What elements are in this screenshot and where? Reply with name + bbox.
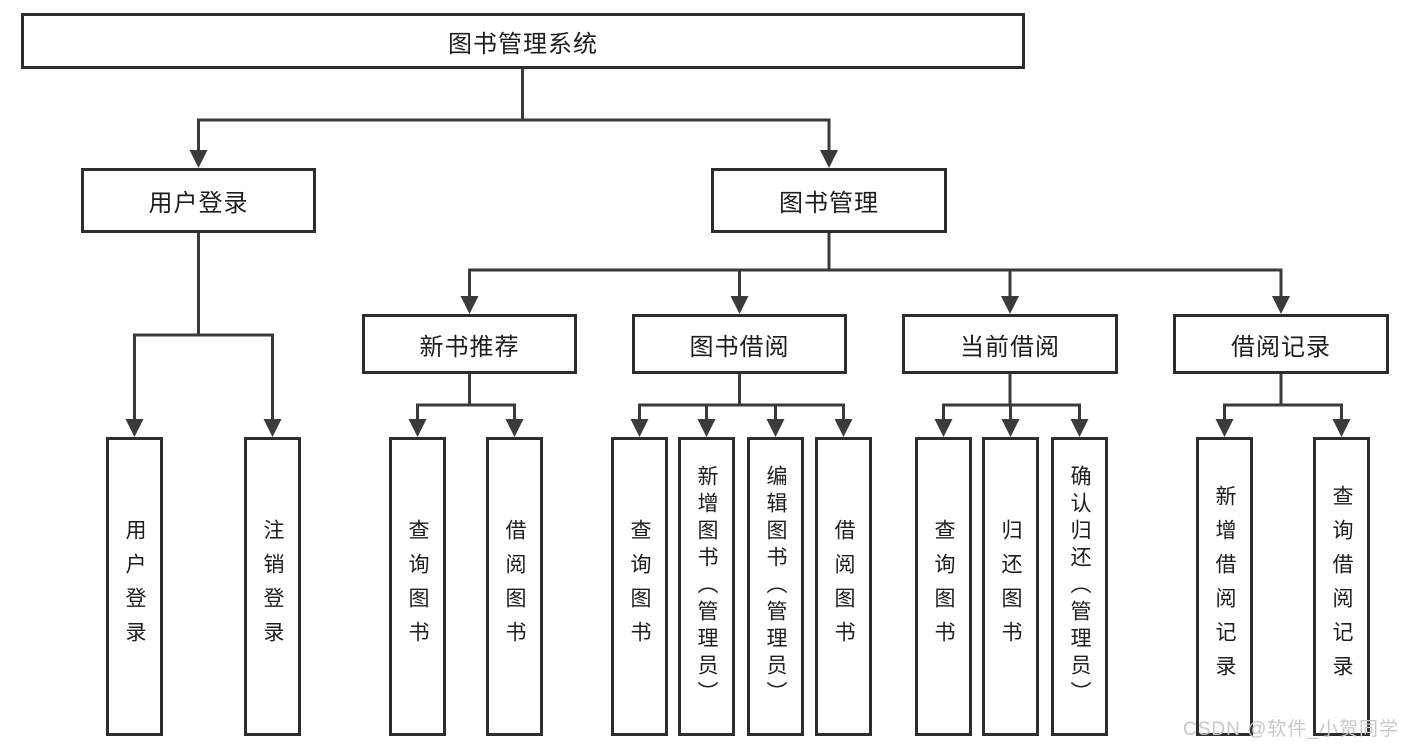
node-label: 图书管理系统: [448, 30, 598, 58]
node-user-login: 用户登录: [81, 168, 316, 233]
leaf-edit-book-admin: 编辑图书（管理员）: [747, 437, 804, 736]
book-borrow-bracket-line: [638, 374, 845, 407]
root-bracket-line: [197, 69, 831, 122]
leaf-return-book: 归还图书: [982, 437, 1039, 736]
leaf-query-borrow-record: 查询借阅记录: [1313, 437, 1370, 736]
node-new-book-recommend: 新书推荐: [362, 314, 577, 374]
leaf-confirm-return-admin: 确认归还（管理员）: [1051, 437, 1108, 736]
leaf-label: 归还图书: [999, 518, 1022, 655]
leaf-label: 借阅图书: [503, 518, 526, 655]
node-label: 新书推荐: [419, 333, 520, 361]
leaf-query-books-3: 查询图书: [915, 437, 972, 736]
leaf-query-books-2: 查询图书: [611, 437, 668, 736]
node-label: 用户登录: [148, 190, 249, 217]
book-mgmt-bracket-line: [468, 233, 1283, 272]
node-borrow-records: 借阅记录: [1173, 314, 1389, 374]
leaf-add-book-admin: 新增图书（管理员）: [678, 437, 735, 736]
leaf-label: 借阅图书: [832, 518, 855, 655]
node-book-borrow: 图书借阅: [632, 314, 847, 374]
leaf-borrow-books-2: 借阅图书: [815, 437, 872, 736]
node-book-management: 图书管理: [711, 168, 947, 233]
new-book-bracket-line: [416, 374, 516, 407]
csdn-watermark: CSDN @软件_小贺同学: [1183, 719, 1399, 740]
node-library-system: 图书管理系统: [21, 13, 1025, 69]
leaf-logout: 注销登录: [244, 437, 301, 736]
leaf-label: 注销登录: [261, 518, 284, 655]
leaf-borrow-books-1: 借阅图书: [486, 437, 543, 736]
leaf-label: 新增图书（管理员）: [695, 465, 718, 708]
leaf-label: 查询借阅记录: [1330, 484, 1353, 689]
node-label: 图书管理: [779, 190, 879, 217]
leaf-label: 查询图书: [932, 518, 955, 655]
leaf-label: 新增借阅记录: [1213, 484, 1236, 689]
node-label: 图书借阅: [689, 333, 790, 361]
leaf-label: 查询图书: [406, 518, 429, 655]
node-current-borrow: 当前借阅: [902, 314, 1118, 374]
leaf-label: 编辑图书（管理员）: [764, 465, 787, 708]
current-borrow-bracket-line: [942, 374, 1081, 407]
borrow-record-bracket-line: [1223, 374, 1343, 407]
leaf-label: 确认归还（管理员）: [1068, 465, 1091, 708]
leaf-user-login: 用户登录: [106, 437, 163, 736]
leaf-label: 用户登录: [123, 518, 146, 655]
leaf-label: 查询图书: [628, 518, 651, 655]
leaf-add-borrow-record: 新增借阅记录: [1196, 437, 1253, 736]
node-label: 借阅记录: [1231, 333, 1331, 361]
user-login-bracket-line: [133, 233, 274, 337]
leaf-query-books-1: 查询图书: [389, 437, 446, 736]
node-label: 当前借阅: [960, 333, 1060, 361]
